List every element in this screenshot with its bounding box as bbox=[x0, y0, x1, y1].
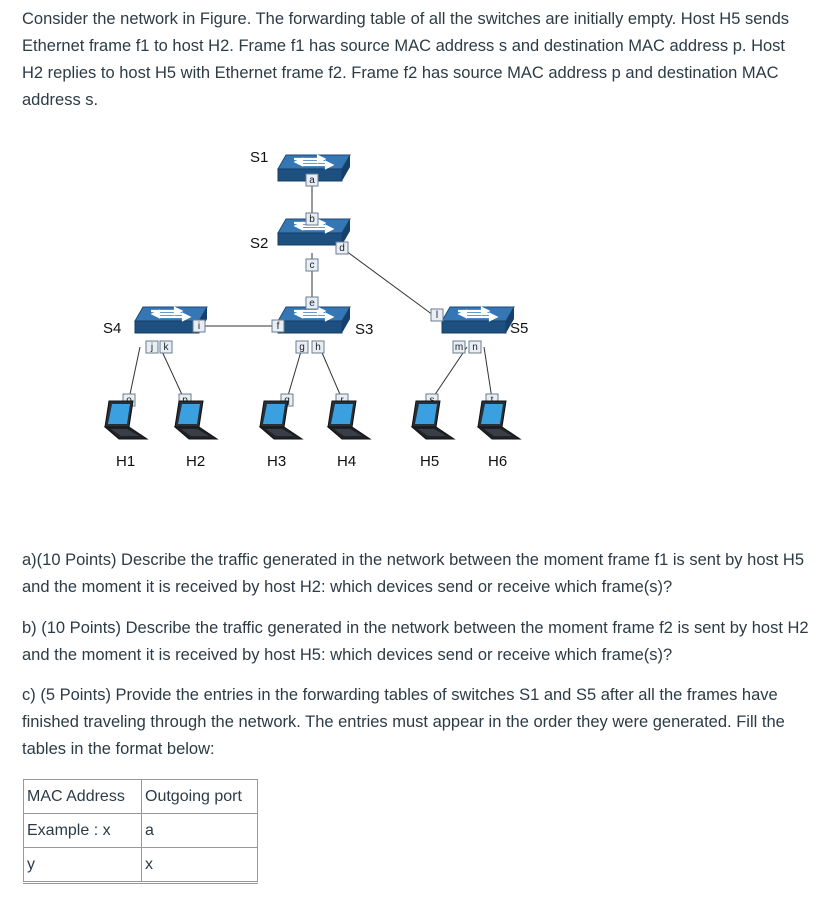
port-d: d bbox=[335, 241, 349, 255]
question-a: a)(10 Points) Describe the traffic gener… bbox=[22, 551, 805, 596]
problem-statement: Consider the network in Figure. The forw… bbox=[22, 10, 790, 109]
host-label-h5: H5 bbox=[420, 453, 439, 470]
host-h3-laptop-icon bbox=[259, 400, 303, 440]
network-diagram: S1 S2 S3 S4 S5 a b c d e f g h i j k l m… bbox=[103, 149, 528, 470]
svg-text:g: g bbox=[299, 342, 305, 353]
svg-text:d: d bbox=[339, 243, 345, 254]
host-label-h1: H1 bbox=[116, 453, 135, 470]
port-h: h bbox=[311, 340, 325, 354]
svg-text:m: m bbox=[455, 342, 463, 353]
port-a: a bbox=[305, 173, 319, 187]
host-h4-laptop-icon bbox=[327, 400, 371, 440]
svg-text:f: f bbox=[277, 321, 280, 332]
port-l: l bbox=[430, 308, 444, 322]
switch-label-s3: S3 bbox=[355, 321, 373, 338]
host-label-h2: H2 bbox=[186, 453, 205, 470]
svg-text:b: b bbox=[309, 214, 315, 225]
svg-text:j: j bbox=[150, 342, 153, 353]
port-k: k bbox=[159, 340, 173, 354]
host-h6-laptop-icon bbox=[477, 400, 521, 440]
switch-label-s4: S4 bbox=[103, 320, 121, 337]
host-label-h6: H6 bbox=[488, 453, 507, 470]
port-n: n bbox=[468, 340, 482, 354]
svg-text:i: i bbox=[198, 321, 200, 332]
table-row: Example : x a bbox=[23, 813, 258, 848]
svg-text:a: a bbox=[309, 175, 315, 186]
host-h2-laptop-icon bbox=[174, 400, 218, 440]
switch-s3-icon bbox=[276, 305, 352, 335]
svg-text:e: e bbox=[309, 298, 315, 309]
host-h5-laptop-icon bbox=[411, 400, 455, 440]
port-m: m bbox=[452, 340, 466, 354]
svg-text:h: h bbox=[315, 342, 321, 353]
svg-text:k: k bbox=[164, 342, 170, 353]
svg-text:n: n bbox=[472, 342, 478, 353]
table-cell: y bbox=[23, 847, 142, 884]
port-b: b bbox=[305, 212, 319, 226]
host-label-h3: H3 bbox=[267, 453, 286, 470]
port-c: c bbox=[305, 258, 319, 272]
port-e: e bbox=[305, 296, 319, 310]
port-j: j bbox=[145, 340, 159, 354]
host-label-h4: H4 bbox=[337, 453, 356, 470]
table-cell: a bbox=[141, 813, 258, 848]
port-f: f bbox=[271, 319, 285, 333]
svg-text:l: l bbox=[436, 310, 438, 321]
switch-label-s2: S2 bbox=[250, 235, 268, 252]
table-cell: x bbox=[141, 847, 258, 884]
column-header: Outgoing port bbox=[141, 779, 258, 814]
svg-text:c: c bbox=[310, 260, 315, 271]
links bbox=[128, 180, 493, 400]
table-header-row: MAC Address Outgoing port bbox=[23, 779, 258, 814]
table-cell: Example : x bbox=[23, 813, 142, 848]
column-header: MAC Address bbox=[23, 779, 142, 814]
forwarding-table-format: MAC Address Outgoing port Example : x a … bbox=[23, 779, 258, 884]
question-b: b) (10 Points) Describe the traffic gene… bbox=[22, 619, 809, 664]
port-i: i bbox=[192, 319, 206, 333]
switch-label-s5: S5 bbox=[510, 320, 528, 337]
switch-s5-icon bbox=[440, 305, 516, 335]
question-c: c) (5 Points) Provide the entries in the… bbox=[22, 686, 785, 758]
switch-label-s1: S1 bbox=[250, 149, 268, 166]
table-row: y x bbox=[23, 847, 258, 884]
port-g: g bbox=[295, 340, 309, 354]
host-h1-laptop-icon bbox=[104, 400, 148, 440]
